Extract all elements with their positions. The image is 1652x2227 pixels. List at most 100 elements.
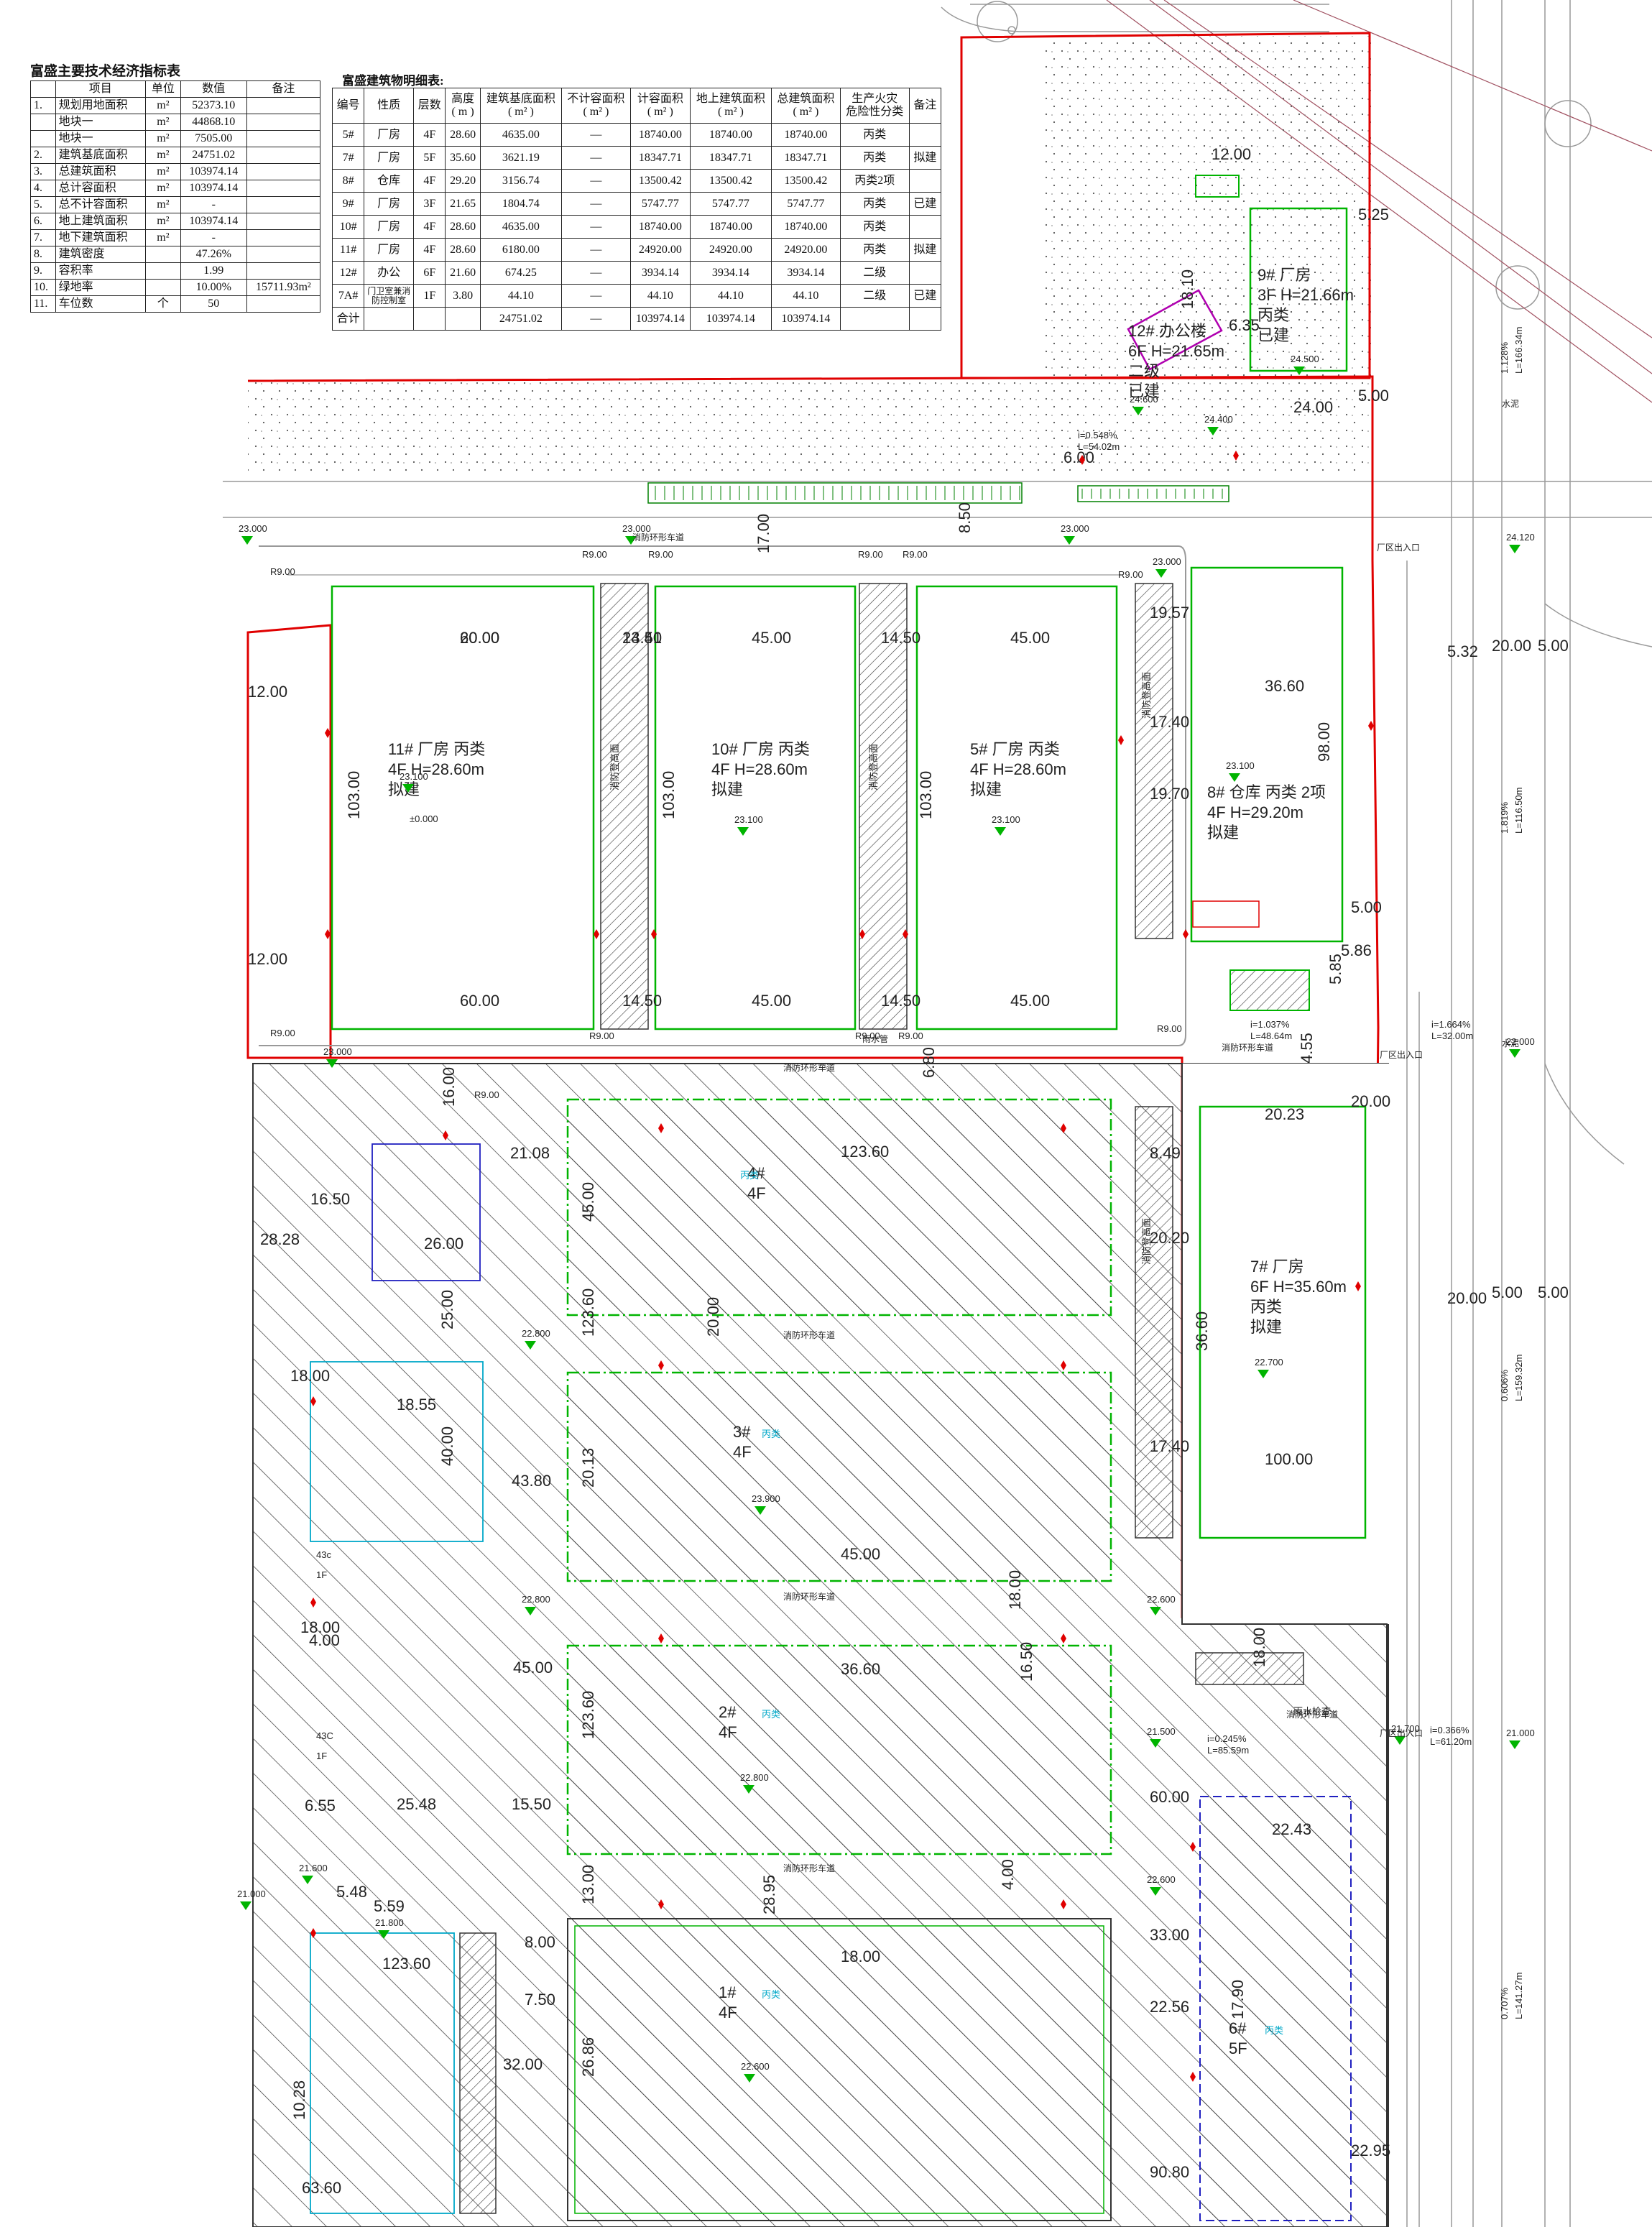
buildings-table: 编号性质层数高度 ( m )建筑基底面积 ( m² )不计容面积 ( m² )计…	[331, 88, 942, 331]
buildings-header-cell: 计容面积 ( m² )	[629, 88, 691, 124]
elevation-marker	[1150, 1887, 1161, 1896]
building-label-b9: 丙类	[1258, 306, 1289, 324]
road-label: 水泥	[1502, 1038, 1519, 1048]
summary-cell	[30, 114, 56, 131]
fire-access-strip-3	[1135, 583, 1173, 939]
slope-label: L=141.27m	[1513, 1973, 1524, 2019]
fire-hydrant-icon	[903, 929, 908, 939]
plan-note: 消防登高面	[609, 744, 620, 790]
plan-note: 丙类	[762, 1429, 780, 1439]
plan-note: R9.00	[474, 1089, 499, 1100]
parking-strip	[647, 482, 1023, 504]
dimension-label: 123.60	[579, 1691, 597, 1739]
building-label-b6: 6#	[1229, 2019, 1247, 2037]
dimension-label: 123.60	[382, 1955, 430, 1973]
dimension-label: 36.60	[841, 1660, 880, 1678]
building-4	[566, 1098, 1112, 1317]
elevation-marker	[743, 1785, 755, 1794]
dimension-label: 33.00	[1150, 1926, 1189, 1944]
buildings-cell: 24920.00	[689, 238, 772, 262]
elevation-label: 23.000	[1153, 556, 1181, 567]
dimension-label: 103.00	[345, 771, 363, 819]
buildings-cell: 7#	[331, 146, 365, 170]
road-label: 厂区出入口	[1380, 1728, 1423, 1738]
elevation-marker	[302, 1876, 313, 1884]
road-label: 消防环形车道	[783, 1863, 835, 1873]
dimension-label: 5.00	[1351, 898, 1382, 916]
slope-label: L=61.20m	[1430, 1736, 1472, 1747]
fire-access-strip-1	[600, 583, 649, 1030]
dimension-label: 12.00	[1212, 145, 1251, 163]
building-label-b12: 12# 办公楼	[1128, 322, 1206, 340]
buildings-cell: 仓库	[364, 169, 415, 193]
summary-header-row: 项目单位数值备注	[30, 80, 321, 98]
summary-cell: 7505.00	[180, 130, 247, 147]
buildings-cell: 44.10	[689, 284, 772, 308]
building-label-b4: 4#	[747, 1164, 765, 1182]
buildings-cell: —	[560, 215, 631, 239]
building-1	[567, 1918, 1112, 2221]
plan-note: 丙类	[1265, 2025, 1283, 2036]
side-strip-3	[459, 1932, 497, 2214]
elevation-label: 23.000	[622, 523, 651, 534]
dimension-label: 20.00	[460, 629, 499, 647]
elevation-marker	[241, 536, 253, 545]
plan-note: R9.00	[582, 549, 607, 560]
summary-cell	[246, 246, 321, 263]
buildings-cell	[908, 307, 942, 331]
fire-pool	[1229, 969, 1310, 1011]
elevation-label: 24.400	[1204, 414, 1233, 425]
road-label: 消防环形车道	[783, 1062, 835, 1073]
plan-note: R9.00	[903, 549, 928, 560]
elevation-label: 22.600	[1147, 1594, 1176, 1605]
north-green-strip	[248, 381, 1369, 474]
buildings-table-title: 富盛建筑物明细表:	[342, 74, 444, 88]
building-label-b8: 4F H=29.20m	[1207, 803, 1303, 821]
fire-road-north	[259, 545, 1186, 1046]
dimension-label: 5.85	[1326, 954, 1344, 985]
plan-note: 丙类	[762, 1709, 780, 1720]
building-label-b11: 4F H=28.60m	[388, 760, 484, 778]
dimension-label: 5.48	[336, 1883, 367, 1901]
dimension-label: 123.60	[841, 1143, 889, 1161]
building-label-b7: 拟建	[1250, 1318, 1282, 1336]
building-label-b8: 拟建	[1207, 824, 1239, 842]
parking-strip-2	[1077, 485, 1229, 502]
summary-cell: 总计容面积	[55, 180, 146, 197]
summary-cell	[246, 114, 321, 131]
slope-label: i=1.664%	[1431, 1019, 1471, 1030]
dimension-label: 7.50	[525, 1991, 555, 2009]
dimension-label: 18.00	[1006, 1570, 1024, 1610]
plan-note: R9.00	[589, 1030, 614, 1041]
buildings-cell: 28.60	[445, 123, 481, 147]
summary-cell: m²	[144, 147, 181, 164]
slope-label: 0.606%	[1499, 1369, 1510, 1401]
building-label-b3: 4F	[733, 1443, 752, 1461]
dimension-label: 26.86	[579, 2037, 597, 2077]
dimension-label: 45.00	[513, 1659, 553, 1677]
buildings-header-cell: 性质	[364, 88, 415, 124]
buildings-cell: 28.60	[445, 238, 481, 262]
building-2	[566, 1644, 1112, 1855]
elevation-marker	[525, 1341, 536, 1350]
buildings-cell: 合计	[331, 307, 365, 331]
road-label: 厂区出入口	[1380, 1050, 1423, 1060]
elevation-label: 23.000	[1061, 523, 1089, 534]
dimension-label: 14.50	[881, 629, 920, 647]
dimension-label: 6.00	[1063, 448, 1094, 466]
dimension-label: 45.00	[1010, 629, 1050, 647]
building-label-b3: 3#	[733, 1423, 751, 1441]
dimension-label: 20.00	[1447, 1289, 1487, 1307]
dimension-label: 45.00	[1010, 992, 1050, 1010]
elevation-marker	[1293, 366, 1305, 375]
building-label-b10: 4F H=28.60m	[711, 760, 808, 778]
elevation-label: 21.500	[1147, 1726, 1176, 1737]
buildings-cell: 4635.00	[479, 215, 562, 239]
elevation-label: 22.000	[1506, 1036, 1535, 1047]
elevation-label: 24.120	[1506, 532, 1535, 543]
